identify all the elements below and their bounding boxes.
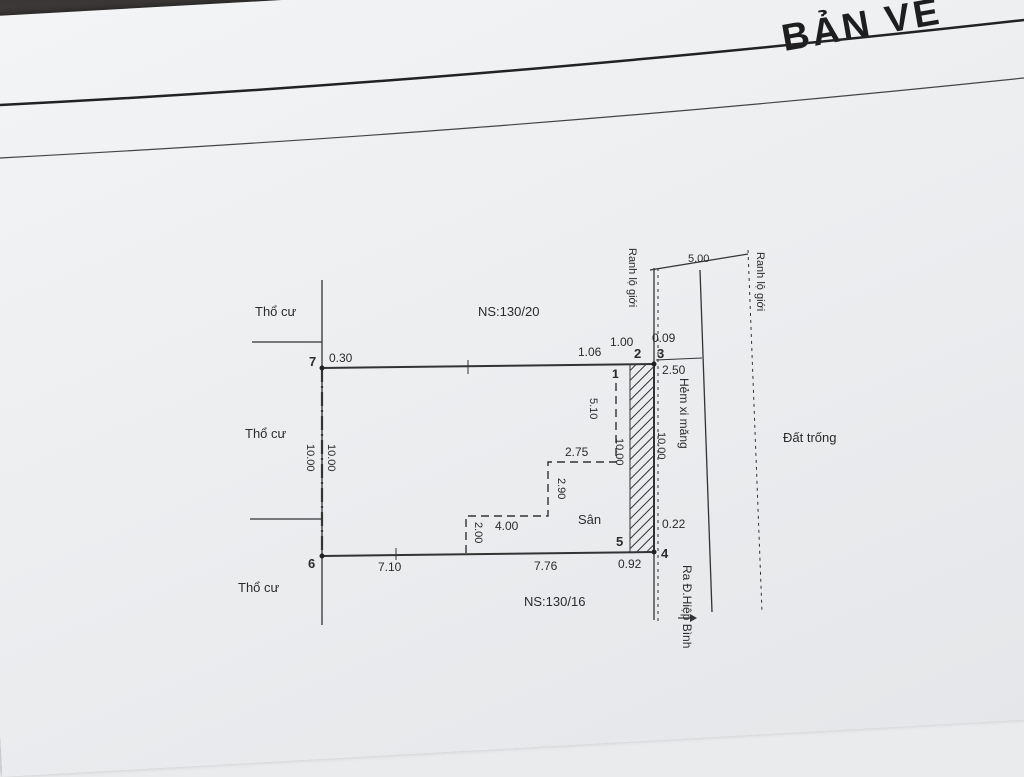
point-label-3: 3	[657, 346, 664, 361]
dim-5-10: 5.10	[587, 398, 599, 419]
point-label-5: 5	[616, 534, 623, 549]
vertex-dot-6	[319, 553, 325, 559]
point-label-1: 1	[612, 367, 619, 381]
point-label-7: 7	[309, 354, 316, 369]
dim-1-06: 1.06	[578, 345, 602, 359]
dim-10-00-right: 10.00	[655, 432, 667, 460]
label-ranh-lo-gioi-right: Ranh lộ giới	[754, 252, 766, 311]
dim-5-00: 5.00	[688, 253, 709, 265]
plot-top-edge	[321, 363, 655, 369]
label-ns-top: NS:130/20	[478, 304, 539, 319]
dim-7-76: 7.76	[534, 559, 558, 573]
dim-0-30: 0.30	[329, 351, 353, 365]
dim-10-00-mid: 10.00	[613, 438, 625, 466]
plot-bottom-edge	[321, 551, 655, 557]
header-border-line	[0, 18, 1024, 107]
point-label-2: 2	[634, 346, 641, 361]
label-tho-cu-mid: Thổ cư	[245, 426, 287, 441]
building-dashed-outline	[465, 370, 617, 554]
dim-7-10: 7.10	[378, 560, 402, 574]
label-ns-bottom: NS:130/16	[524, 594, 585, 609]
direction-arrow-head	[690, 614, 697, 622]
dim-2-50-line	[655, 357, 703, 361]
setback-right-dashed	[747, 249, 763, 613]
dim-2-50: 2.50	[662, 363, 686, 377]
label-ranh-lo-gioi-left: Ranh lộ giới	[626, 248, 638, 307]
label-dat-trong: Đất trống	[783, 430, 836, 445]
vertex-dot-7	[319, 365, 325, 371]
setback-hatched-strip	[629, 363, 655, 553]
dim-2-00: 2.00	[472, 522, 484, 543]
dim-1-00: 1.00	[610, 335, 634, 349]
label-tho-cu-top: Thổ cư	[255, 304, 297, 319]
dim-0-22: 0.22	[662, 517, 686, 531]
label-tho-cu-bottom: Thổ cư	[238, 580, 280, 595]
dim-2-75: 2.75	[565, 445, 589, 459]
dim-0-09: 0.09	[652, 331, 676, 345]
dim-10-00-left-b: 10.00	[304, 444, 316, 472]
point-label-4: 4	[661, 546, 669, 561]
label-hem-xi-mang: Hẻm xi măng	[677, 378, 691, 449]
dim-0-92: 0.92	[618, 557, 642, 571]
road-width-line	[649, 253, 749, 271]
dim-4-00: 4.00	[495, 519, 519, 533]
label-ra-hiep-binh: Ra Đ.Hiệp Bình	[680, 565, 694, 648]
header-border-line-lower	[0, 77, 1024, 159]
alley-right-line	[699, 269, 713, 613]
dim-2-90: 2.90	[555, 478, 567, 499]
point-label-6: 6	[308, 556, 315, 571]
label-san: Sân	[578, 512, 601, 527]
vertex-dot-3	[651, 361, 657, 367]
dim-10-00-left-a: 10.00	[325, 444, 337, 472]
site-plan-drawing: Thổ cư Thổ cư Thổ cư NS:130/20 NS:130/16…	[0, 18, 1024, 648]
vertex-dot-4	[651, 549, 657, 555]
